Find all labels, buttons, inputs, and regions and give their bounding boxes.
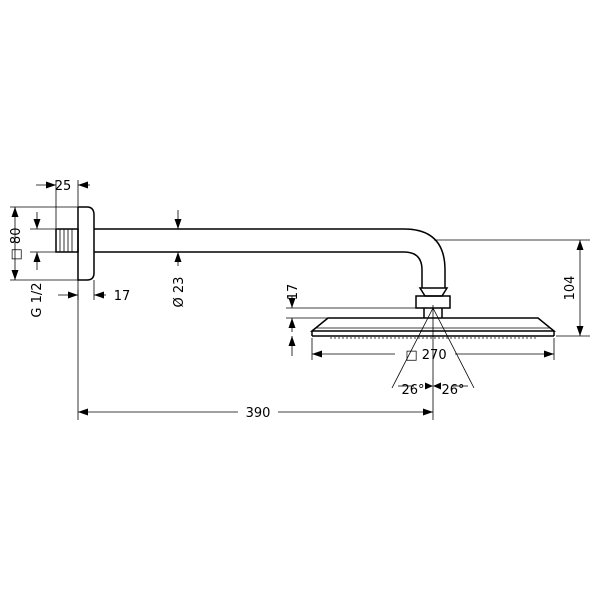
- dim-thread: G 1/2: [30, 212, 56, 318]
- dim-80: □ 80: [9, 206, 78, 281]
- dim-17-joint-label: 17: [286, 284, 301, 301]
- wall-flange: [77, 206, 95, 281]
- shower-arm: [94, 228, 446, 288]
- dim-270-label: □ 270: [405, 348, 446, 363]
- thread-connector: [55, 228, 79, 253]
- dim-17-flange: 17: [58, 280, 130, 304]
- dim-thread-label: G 1/2: [30, 282, 45, 317]
- tilt-right-label: 26°: [441, 383, 464, 398]
- dim-104-label: 104: [563, 276, 578, 301]
- tilt-angle-dim: 26° 26°: [391, 305, 475, 398]
- dim-25: 25: [36, 179, 90, 228]
- dim-17-joint: 17: [286, 284, 416, 356]
- dim-390-label: 390: [246, 406, 271, 421]
- dim-80-label: □ 80: [9, 228, 24, 261]
- dim-23: Ø 23: [172, 210, 187, 307]
- dim-17-flange-label: 17: [114, 289, 131, 304]
- tilt-left-label: 26°: [401, 383, 424, 398]
- dim-104: 104: [434, 239, 590, 337]
- dim-23-label: Ø 23: [172, 277, 187, 308]
- dim-390: 390: [77, 290, 434, 421]
- dim-25-label: 25: [55, 179, 72, 194]
